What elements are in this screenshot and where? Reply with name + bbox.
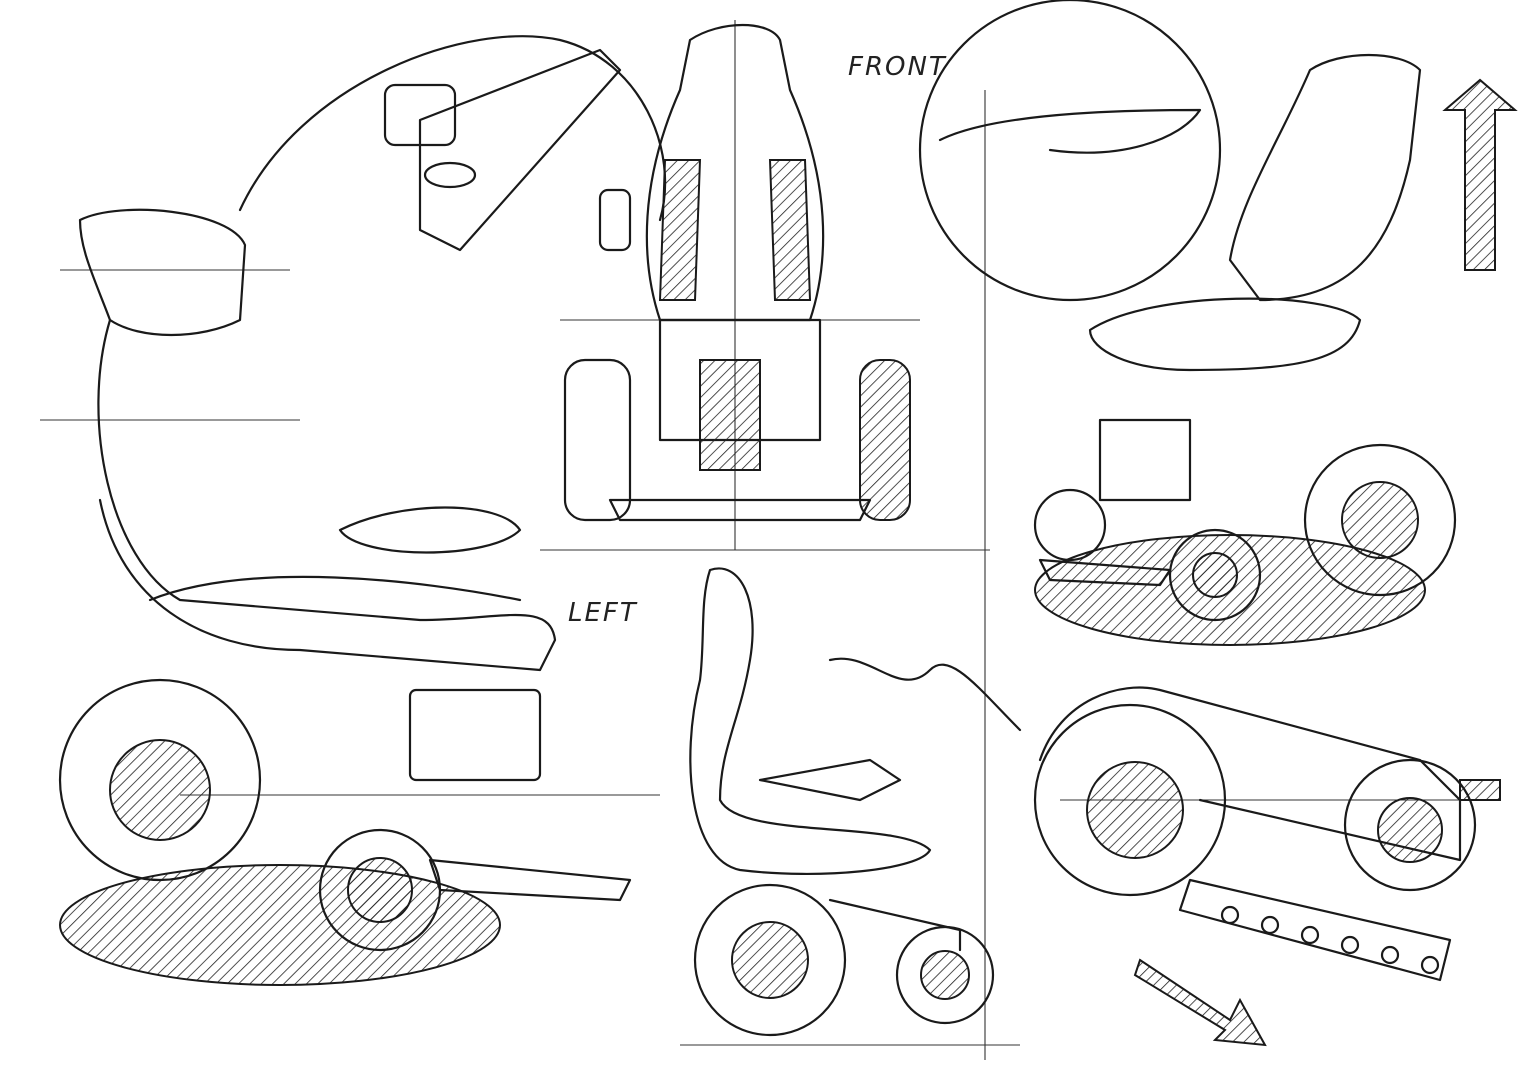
- chair-side-view: [689, 567, 1022, 1037]
- stair-climb-view: [1033, 686, 1501, 1047]
- chair-perspective-large: [58, 208, 632, 986]
- ground-shadow: [59, 864, 501, 986]
- chair-perspective-right: [918, 0, 1518, 646]
- chair-front-view: [563, 24, 911, 522]
- arrow-down-icon: [1133, 958, 1267, 1047]
- arrow-up-icon: [1442, 78, 1518, 271]
- label-left-view: LEFT: [568, 598, 638, 628]
- label-front-view: FRONT: [848, 52, 947, 82]
- controller-detail: [238, 35, 667, 252]
